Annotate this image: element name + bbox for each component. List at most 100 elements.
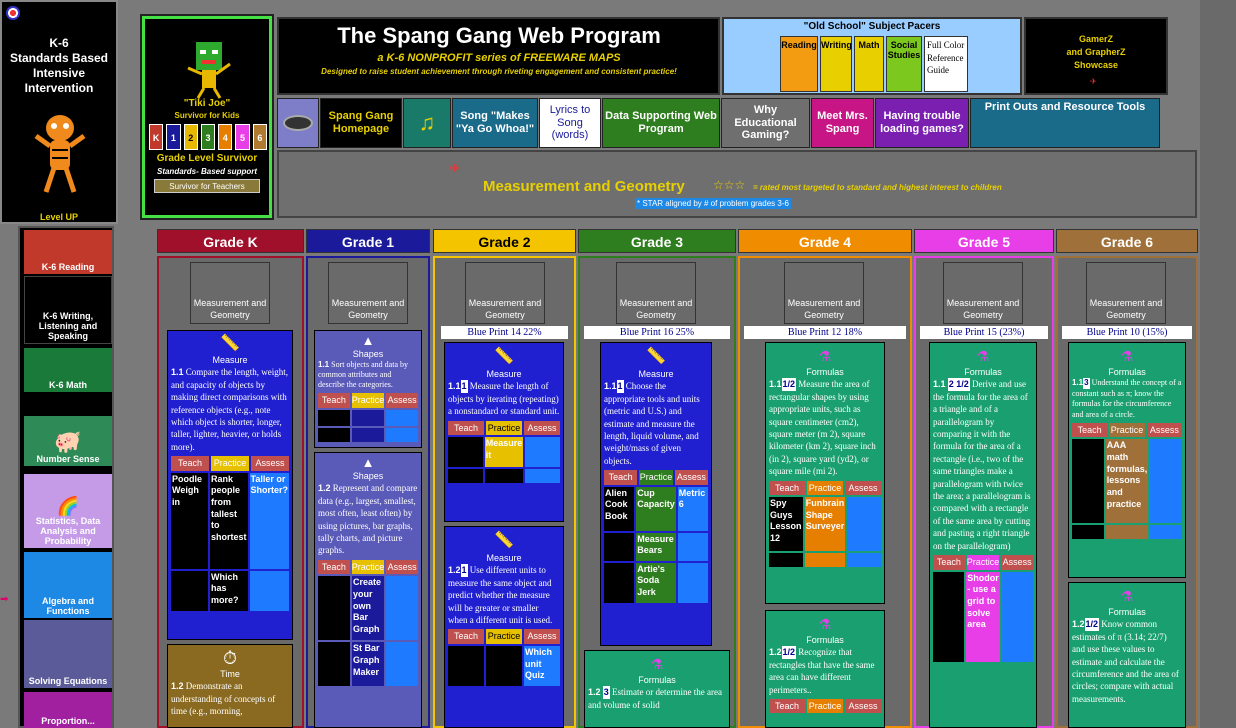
loading-games-help-button[interactable]: Having trouble loading games? xyxy=(875,98,969,148)
grade-1-button[interactable]: 1 xyxy=(166,124,181,150)
data-supporting-button[interactable]: Data Supporting Web Program xyxy=(602,98,720,148)
pacer-social-studies[interactable]: Social Studies xyxy=(886,36,922,92)
grade-5-button[interactable]: 5 xyxy=(235,124,250,150)
practice-link-bar-graph[interactable]: Create your own Bar Graph xyxy=(352,576,384,641)
meet-mrs-spang-button[interactable]: Meet Mrs. Spang xyxy=(811,98,874,148)
assess-header: Assess xyxy=(386,559,419,575)
gamerz-showcase-link[interactable]: GamerZ and GrapherZ Showcase ✈ xyxy=(1024,17,1168,95)
standard-number: 1.1 xyxy=(604,381,617,392)
practice-link-measure-bears[interactable]: Measure Bears xyxy=(636,532,676,561)
grade-k-measure-card: 📏 Measure 1.1 Compare the length, weight… xyxy=(167,330,293,640)
practice-link-aaa-math[interactable]: AAA math formulas, lessons and practice xyxy=(1105,439,1149,524)
assess-link-metric[interactable]: Metric 6 xyxy=(677,486,708,531)
grade-6-button[interactable]: 6 xyxy=(252,124,267,150)
practice-link-soda-jerk[interactable]: Artie's Soda Jerk xyxy=(636,562,676,603)
grade-3-formulas-card: ⚗ Formulas 1.2 3 Estimate or determine t… xyxy=(584,650,730,728)
sidebar-item-writing[interactable]: K-6 Writing, Listening and Speaking xyxy=(24,276,112,344)
sidebar-item-number-sense[interactable]: 🐖 Number Sense xyxy=(24,416,112,466)
grade-1-header[interactable]: Grade 1 xyxy=(306,229,430,253)
teach-header: Teach xyxy=(1072,422,1108,438)
card-title: Formulas xyxy=(806,635,844,645)
teach-header: Teach xyxy=(448,629,484,644)
cone-icon: ▲ xyxy=(361,333,375,348)
grade-6-header[interactable]: Grade 6 xyxy=(1056,229,1198,253)
grade-5-blueprint: Blue Print 15 (23%) xyxy=(920,326,1048,339)
grade-k-header[interactable]: Grade K xyxy=(157,229,304,253)
teach-link-poodle[interactable]: Poodle Weigh in xyxy=(171,472,208,569)
teach-header: Teach xyxy=(318,393,350,408)
pacer-writing[interactable]: Writing xyxy=(820,36,852,92)
pacer-math[interactable]: Math xyxy=(854,36,884,92)
grade-1-shapes-card-1: ▲ Shapes 1.1 Sort objects and data by co… xyxy=(314,330,422,448)
rocket-icon: ✈ xyxy=(449,160,461,176)
grade-3-button[interactable]: 3 xyxy=(200,124,216,150)
grade-3-mg-link[interactable]: Measurement and Geometry xyxy=(616,262,696,324)
grade-4-mg-link[interactable]: Measurement and Geometry xyxy=(784,262,864,324)
teach-link-spy-guys[interactable]: Spy Guys Lesson 12 xyxy=(769,497,803,552)
practice-link-which[interactable]: Which has more? xyxy=(210,570,248,611)
practice-header: Practice xyxy=(351,393,385,408)
star-count-badge: 1/2 xyxy=(1084,618,1100,631)
grade-4-button[interactable]: 4 xyxy=(218,124,233,150)
practice-link-measure-it[interactable]: Measure it xyxy=(484,437,524,468)
music-note-icon[interactable]: ♫ xyxy=(403,98,451,148)
cool-math-button[interactable] xyxy=(277,98,319,148)
sidebar-item-math[interactable]: K-6 Math xyxy=(24,348,112,392)
standard-number: 1.1 xyxy=(769,379,782,390)
pacer-reading[interactable]: Reading xyxy=(780,36,818,92)
assess-cell xyxy=(1150,525,1182,540)
star-count-badge: 1/2 xyxy=(781,646,797,659)
card-title: Measure xyxy=(486,369,522,379)
song-button[interactable]: Song "Makes "Ya Go Whoa!" xyxy=(452,98,538,148)
strand-banner: ✈ Measurement and Geometry ☆☆☆ = rated m… xyxy=(277,150,1197,218)
sidebar-item-reading[interactable]: K-6 Reading xyxy=(24,230,112,274)
practice-link-rank[interactable]: Rank people from tallest to shortest xyxy=(210,472,248,569)
practice-link-bar-graph-maker[interactable]: St Bar Graph Maker xyxy=(352,642,384,687)
grade-1-mg-link[interactable]: Measurement and Geometry xyxy=(328,262,408,324)
practice-cell xyxy=(1105,525,1149,540)
teach-cell xyxy=(604,532,635,561)
card-title: Time xyxy=(220,669,240,679)
assess-link-which-unit[interactable]: Which unit Quiz xyxy=(524,645,560,686)
practice-link-cup-capacity[interactable]: Cup Capacity xyxy=(636,486,676,531)
teach-link-alien-cook-book[interactable]: Alien Cook Book xyxy=(604,486,635,531)
educational-gaming-button[interactable]: Why Educational Gaming? xyxy=(721,98,810,148)
target-icon xyxy=(6,6,20,20)
grade-6-mg-link[interactable]: Measurement and Geometry xyxy=(1086,262,1166,324)
grade-2-button[interactable]: 2 xyxy=(183,124,198,150)
flask-icon: ⚗ xyxy=(1120,348,1134,364)
grade-4-header[interactable]: Grade 4 xyxy=(738,229,912,253)
lyrics-button[interactable]: Lyrics to Song (words) xyxy=(539,98,601,148)
practice-link-shodor[interactable]: Shodor - use a grid to solve area xyxy=(966,571,1000,662)
grade-k-mg-link[interactable]: Measurement and Geometry xyxy=(190,262,270,324)
level-up-link[interactable]: Level UP xyxy=(39,212,79,222)
assess-cell xyxy=(386,576,418,641)
tiki-joe-panel[interactable]: "Tiki Joe" Survivor for Kids K 1 2 3 4 5… xyxy=(140,14,274,220)
grade-3-header[interactable]: Grade 3 xyxy=(578,229,736,253)
print-outs-button[interactable]: Print Outs and Resource Tools xyxy=(970,98,1160,148)
teach-header: Teach xyxy=(604,470,638,485)
subject-sidebar: K-6 Reading K-6 Writing, Listening and S… xyxy=(18,226,114,728)
star-count-badge: 2 1/2 xyxy=(947,378,970,391)
grade-2-header[interactable]: Grade 2 xyxy=(433,229,576,253)
rainbow-icon: 🌈 xyxy=(56,496,80,516)
teach-cell xyxy=(318,409,350,426)
grade-2-mg-link[interactable]: Measurement and Geometry xyxy=(465,262,545,324)
practice-header: Practice xyxy=(351,559,385,575)
sidebar-item-algebra[interactable]: Algebra and Functions xyxy=(24,552,112,618)
ruler-icon: 📏 xyxy=(494,532,514,549)
grade-level-survivor-link[interactable]: Grade Level Survivor xyxy=(156,153,258,164)
homepage-button[interactable]: Spang Gang Homepage xyxy=(320,98,402,148)
assess-header: Assess xyxy=(674,470,708,485)
grade-5-mg-link[interactable]: Measurement and Geometry xyxy=(943,262,1023,324)
grade-5-header[interactable]: Grade 5 xyxy=(914,229,1054,253)
assess-link-taller[interactable]: Taller or Shorter? xyxy=(249,472,289,569)
sidebar-item-solving-equations[interactable]: Solving Equations xyxy=(24,620,112,688)
sidebar-item-statistics[interactable]: 🌈 Statistics, Data Analysis and Probabil… xyxy=(24,474,112,548)
sidebar-item-proportion[interactable]: Proportion... xyxy=(24,692,112,728)
practice-link-funbrain[interactable]: Funbrain Shape Surveyer xyxy=(804,497,846,552)
survivor-teachers-button[interactable]: Survivor for Teachers xyxy=(154,179,260,193)
grade-k-button[interactable]: K xyxy=(149,124,164,150)
full-color-guide-link[interactable]: Full Color Reference Guide xyxy=(924,36,968,92)
standard-number: 1.2 xyxy=(448,565,461,576)
